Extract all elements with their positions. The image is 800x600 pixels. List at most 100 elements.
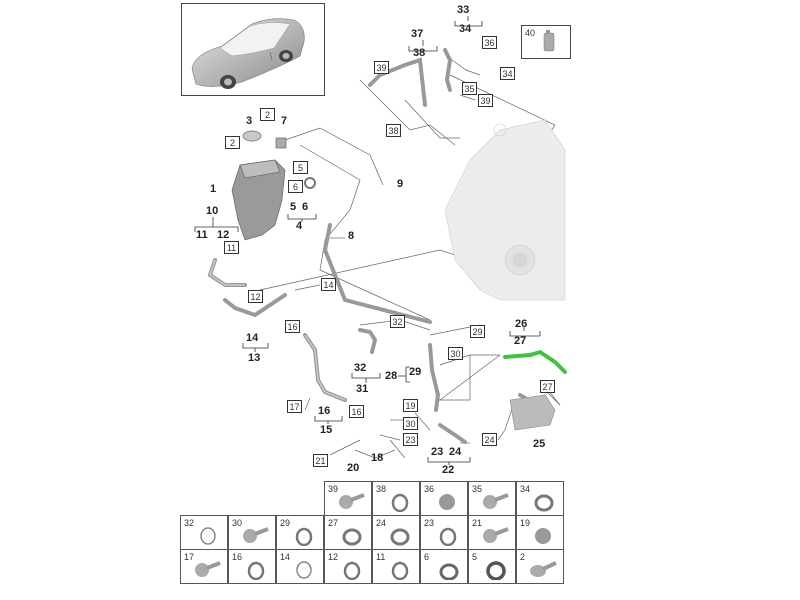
label-27: 27 [514,335,527,347]
part-cell-29[interactable]: 29 [276,515,324,550]
part-cell-11[interactable]: 11 [372,549,420,584]
part-cell-21[interactable]: 21 [468,515,516,550]
label-9: 9 [397,178,404,190]
label-8: 8 [348,230,355,242]
bolt-icon [195,561,221,577]
part-cell-38[interactable]: 38 [372,481,420,516]
callout-36[interactable]: 36 [482,36,497,49]
hose-clamp-icon [247,561,265,580]
callout-16[interactable]: 16 [349,405,364,418]
label-28: 28 [385,370,398,382]
part-cell-34[interactable]: 34 [516,481,564,516]
callout-39[interactable]: 39 [374,61,389,74]
part-cell-39[interactable]: 39 [324,481,372,516]
hose-clamp-icon [342,528,362,546]
part-cell-17[interactable]: 17 [180,549,228,584]
part-cell-36[interactable]: 36 [420,481,468,516]
hose-clamp-icon [439,527,457,546]
ring-clamp-icon [296,561,312,579]
part-cell-16[interactable]: 16 [228,549,276,584]
label-32: 32 [354,362,367,374]
engine-block [444,119,566,301]
bolt-icon [243,527,269,543]
callout-30[interactable]: 30 [448,347,463,360]
callout-24[interactable]: 24 [482,433,497,446]
callout-23[interactable]: 23 [403,433,418,446]
callout-35[interactable]: 35 [462,82,477,95]
bolt-icon [530,561,557,577]
part-number: 29 [280,518,291,528]
coolant-fluid-part[interactable]: 40 [521,25,571,59]
label-34: 34 [459,23,472,35]
part-cell-19[interactable]: 19 [516,515,564,550]
part-cell-35[interactable]: 35 [468,481,516,516]
expansion-tank [231,130,316,241]
callout-2[interactable]: 2 [225,136,240,149]
part-cell-32[interactable]: 32 [180,515,228,550]
label-24: 24 [449,446,462,458]
spring-clip-icon [439,563,459,580]
part-cell-5[interactable]: 5 [468,549,516,584]
label-6: 6 [302,201,309,213]
callout-39[interactable]: 39 [478,94,493,107]
callout-6[interactable]: 6 [288,180,303,193]
label-3: 3 [246,115,253,127]
part-number: 12 [328,552,339,562]
part-number: 39 [328,484,339,494]
callout-27[interactable]: 27 [540,380,555,393]
callout-17[interactable]: 17 [287,400,302,413]
part-number: 32 [184,518,195,528]
part-cell-12[interactable]: 12 [324,549,372,584]
bolt-icon [339,493,365,509]
coolant-bottle-icon [543,30,555,52]
part-cell-14[interactable]: 14 [276,549,324,584]
hose-clamp-icon [390,528,410,546]
label-26: 26 [515,318,528,330]
label-23: 23 [431,446,444,458]
part-number: 5 [472,552,478,562]
callout-2[interactable]: 2 [260,108,275,121]
hose-highlights [209,259,346,401]
callout-32[interactable]: 32 [390,315,405,328]
callout-11[interactable]: 11 [224,241,239,254]
label-15: 15 [320,424,333,436]
oil-cooler [509,394,556,431]
callout-29[interactable]: 29 [470,325,485,338]
car-overview-thumbnail[interactable] [181,3,325,96]
part-number: 30 [232,518,243,528]
label-38: 38 [413,47,426,59]
label-37: 37 [411,28,424,40]
callout-30[interactable]: 30 [403,417,418,430]
part-number: 6 [424,552,430,562]
part-number: 36 [424,484,435,494]
label-7: 7 [281,115,288,127]
part-number: 11 [376,552,386,562]
part-cell-24[interactable]: 24 [372,515,420,550]
part-cell-23[interactable]: 23 [420,515,468,550]
hose-clamp-icon [343,561,361,580]
label-4: 4 [296,220,303,232]
nut-icon [535,528,551,544]
label-29: 29 [409,366,422,378]
callout-12[interactable]: 12 [248,290,263,303]
label-11: 11 [196,229,208,241]
label-25: 25 [533,438,546,450]
callout-21[interactable]: 21 [313,454,328,467]
label-12: 12 [217,229,230,241]
part-cell-27[interactable]: 27 [324,515,372,550]
bolt-icon [483,493,509,509]
part-cell-30[interactable]: 30 [228,515,276,550]
callout-14[interactable]: 14 [321,278,336,291]
callout-34[interactable]: 34 [500,67,515,80]
callout-38[interactable]: 38 [386,124,401,137]
hose-clamp-icon [534,494,554,512]
part-cell-2[interactable]: 2 [516,549,564,584]
part-cell-6[interactable]: 6 [420,549,468,584]
hose-clamp-icon [391,561,409,580]
label-31: 31 [356,383,369,395]
callout-5[interactable]: 5 [293,161,308,174]
callout-19[interactable]: 19 [403,399,418,412]
callout-16[interactable]: 16 [285,320,300,333]
